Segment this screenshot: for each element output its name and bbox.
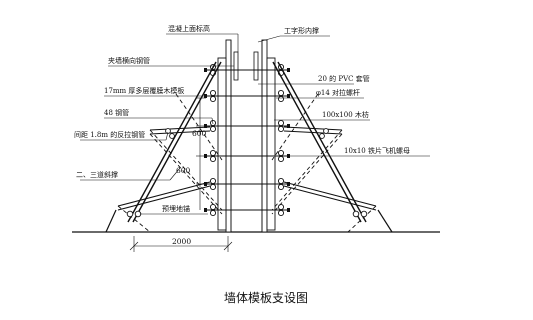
bolt-nuts	[204, 68, 290, 212]
vertical-timbers	[217, 57, 276, 231]
reverse-pull-pipes	[117, 126, 377, 211]
tie-bolts	[206, 69, 288, 211]
label-diagonal: 二、三道斜撑	[76, 170, 118, 179]
leader-lines	[80, 33, 430, 215]
label-timber: 100x100 木枋	[322, 110, 369, 119]
label-tie-bolt: φ14 对拉螺杆	[316, 88, 360, 97]
wall-formwork	[225, 39, 268, 233]
label-steel-pipe: 48 钢管	[104, 108, 129, 117]
outer-struts	[105, 209, 393, 233]
label-plywood: 17mm 厚多层覆膜木模板	[104, 86, 184, 95]
diagonal-braces-dashed	[117, 93, 377, 233]
label-anchor: 预埋地锚	[162, 204, 190, 213]
diagram-caption: 墙体模板支设图	[224, 291, 308, 305]
dim-600-upper: 600	[192, 129, 207, 138]
dim-2000: 2000	[172, 237, 191, 246]
label-spacing: 间距 1.8m 的反拉钢管	[74, 130, 145, 139]
label-concrete-top: 混凝上面标高	[168, 24, 210, 33]
dim-600-lower: 600	[176, 166, 191, 175]
main-braces	[127, 61, 367, 223]
label-pvc-sleeve: 20 的 PVC 套管	[318, 74, 370, 83]
label-nut: 10x10 铁片飞机螺母	[344, 146, 410, 155]
label-clamp-pipe: 夹墙横向钢管	[108, 56, 150, 65]
ground-anchors	[126, 128, 368, 218]
base-dimension	[129, 236, 233, 252]
top-clamp-pipes	[233, 51, 259, 81]
vertical-dimension	[196, 97, 206, 210]
label-i-beam-brace: 工字形内撑	[284, 26, 319, 35]
